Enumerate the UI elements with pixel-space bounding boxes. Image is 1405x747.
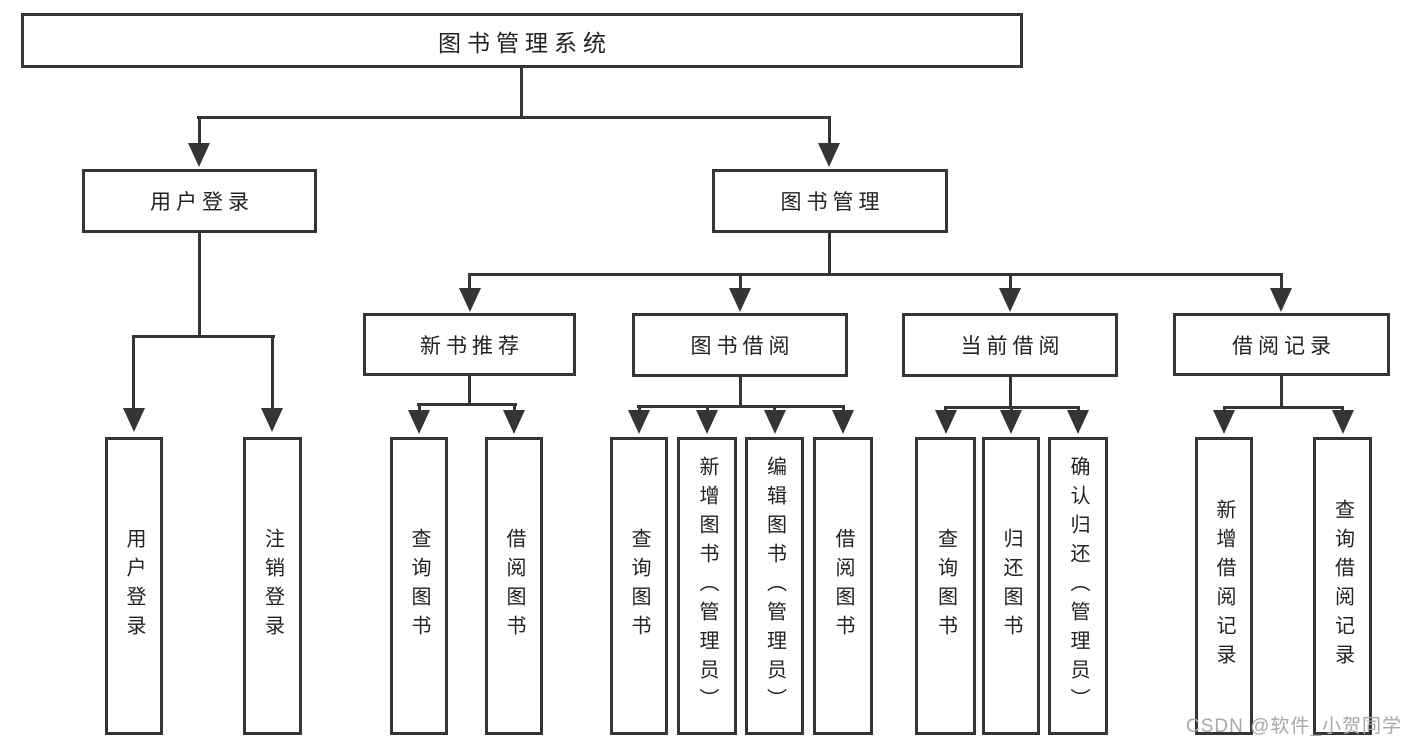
- connector-book-borrow-branch: [637, 405, 845, 408]
- leaf-newbook-borrow-label: 借阅图书: [503, 528, 525, 644]
- node-book-management: 图书管理: [712, 169, 948, 233]
- connector-new-book-stem: [468, 273, 471, 290]
- leaf-newbook-query-label: 查询图书: [408, 528, 430, 644]
- connector-leaf-stem: [944, 406, 947, 412]
- node-current-borrow-label: 当前借阅: [960, 335, 1065, 358]
- connector-level3-branch: [469, 273, 1283, 276]
- arrow-down-icon: [1270, 288, 1292, 312]
- arrow-down-icon: [764, 410, 786, 434]
- node-root: 图书管理系统: [21, 13, 1023, 68]
- connector-current-borrow-stem: [1009, 273, 1012, 290]
- node-root-label: 图书管理系统: [438, 29, 612, 56]
- node-new-book-recommend: 新书推荐: [363, 313, 576, 376]
- connector-borrow-record-down: [1280, 376, 1283, 409]
- connector-book-borrow-down: [739, 377, 742, 408]
- leaf-record-query: 查询借阅记录: [1313, 437, 1372, 735]
- connector-book-borrow-stem: [739, 273, 742, 290]
- arrow-down-icon: [123, 408, 145, 432]
- arrow-down-icon: [935, 410, 957, 434]
- connector-book-management-down: [828, 233, 831, 276]
- arrow-down-icon: [628, 410, 650, 434]
- connector-new-book-branch: [417, 403, 517, 406]
- arrow-down-icon: [818, 143, 840, 167]
- arrow-down-icon: [1000, 410, 1022, 434]
- arrow-down-icon: [999, 288, 1021, 312]
- connector-leaf-stem: [773, 405, 776, 412]
- leaf-borrow-add-admin: 新增图书（管理员）: [677, 437, 737, 735]
- leaf-borrow-query-label: 查询图书: [628, 528, 650, 644]
- arrow-down-icon: [1213, 410, 1235, 434]
- node-book-borrow-label: 图书借阅: [690, 335, 795, 358]
- connector-leaf-stem: [1010, 406, 1013, 412]
- arrow-down-icon: [261, 408, 283, 432]
- connector-root-stem: [520, 66, 523, 119]
- connector-leaf-stem: [1077, 406, 1080, 412]
- node-book-borrow: 图书借阅: [632, 313, 848, 377]
- leaf-borrow-query: 查询图书: [610, 437, 668, 735]
- leaf-borrow-book: 借阅图书: [813, 437, 873, 735]
- leaf-confirm-return-admin-label: 确认归还（管理员）: [1067, 455, 1089, 717]
- leaf-record-query-label: 查询借阅记录: [1331, 499, 1354, 673]
- leaf-return-book-label: 归还图书: [1000, 528, 1022, 644]
- connector-leaf-stem: [132, 335, 135, 410]
- arrow-down-icon: [832, 410, 854, 434]
- connector-leaf-stem: [842, 405, 845, 412]
- connector-level1-branch: [197, 116, 831, 119]
- node-current-borrow: 当前借阅: [902, 313, 1118, 377]
- connector-current-borrow-down: [1009, 377, 1012, 409]
- arrow-down-icon: [696, 410, 718, 434]
- connector-leaf-stem: [638, 405, 641, 412]
- connector-leaf-stem: [706, 405, 709, 412]
- arrow-down-icon: [188, 143, 210, 167]
- connector-borrow-record-stem: [1280, 273, 1283, 290]
- leaf-current-query: 查询图书: [915, 437, 976, 735]
- leaf-borrow-edit-admin: 编辑图书（管理员）: [745, 437, 804, 735]
- connector-user-login-stem: [198, 116, 201, 145]
- leaf-record-add-label: 新增借阅记录: [1213, 499, 1235, 673]
- csdn-watermark: CSDN @软件_小贺同学: [1186, 716, 1402, 737]
- leaf-newbook-query: 查询图书: [390, 437, 448, 735]
- leaf-logout: 注销登录: [243, 437, 302, 735]
- arrow-down-icon: [408, 410, 430, 434]
- connector-user-login-down: [198, 233, 201, 337]
- connector-leaf-stem: [1223, 406, 1226, 412]
- leaf-current-query-label: 查询图书: [934, 528, 957, 644]
- node-borrow-record: 借阅记录: [1173, 313, 1390, 376]
- connector-leaf-stem: [271, 335, 274, 410]
- node-borrow-record-label: 借阅记录: [1232, 334, 1336, 358]
- leaf-return-book: 归还图书: [982, 437, 1040, 735]
- arrow-down-icon: [503, 410, 525, 434]
- leaf-borrow-edit-admin-label: 编辑图书（管理员）: [763, 455, 786, 717]
- node-new-book-recommend-label: 新书推荐: [420, 334, 524, 358]
- arrow-down-icon: [459, 288, 481, 312]
- leaf-newbook-borrow: 借阅图书: [485, 437, 543, 735]
- node-book-management-label: 图书管理: [780, 191, 885, 214]
- connector-user-login-branch: [133, 335, 275, 338]
- node-user-login-label: 用户登录: [150, 191, 254, 214]
- connector-leaf-stem: [1341, 406, 1344, 412]
- leaf-borrow-add-admin-label: 新增图书（管理员）: [696, 455, 718, 717]
- connector-borrow-record-branch: [1223, 406, 1344, 409]
- arrow-down-icon: [729, 288, 751, 312]
- arrow-down-icon: [1067, 410, 1089, 434]
- leaf-record-add: 新增借阅记录: [1195, 437, 1253, 735]
- connector-new-book-down: [468, 376, 471, 405]
- connector-leaf-stem: [418, 403, 421, 412]
- leaf-confirm-return-admin: 确认归还（管理员）: [1048, 437, 1108, 735]
- connector-book-management-stem: [828, 116, 831, 145]
- arrow-down-icon: [1332, 410, 1354, 434]
- leaf-user-login-label: 用户登录: [123, 528, 145, 644]
- connector-leaf-stem: [513, 403, 516, 412]
- node-user-login: 用户登录: [82, 169, 317, 233]
- leaf-user-login: 用户登录: [105, 437, 163, 735]
- leaf-logout-label: 注销登录: [261, 528, 284, 644]
- leaf-borrow-book-label: 借阅图书: [832, 528, 854, 644]
